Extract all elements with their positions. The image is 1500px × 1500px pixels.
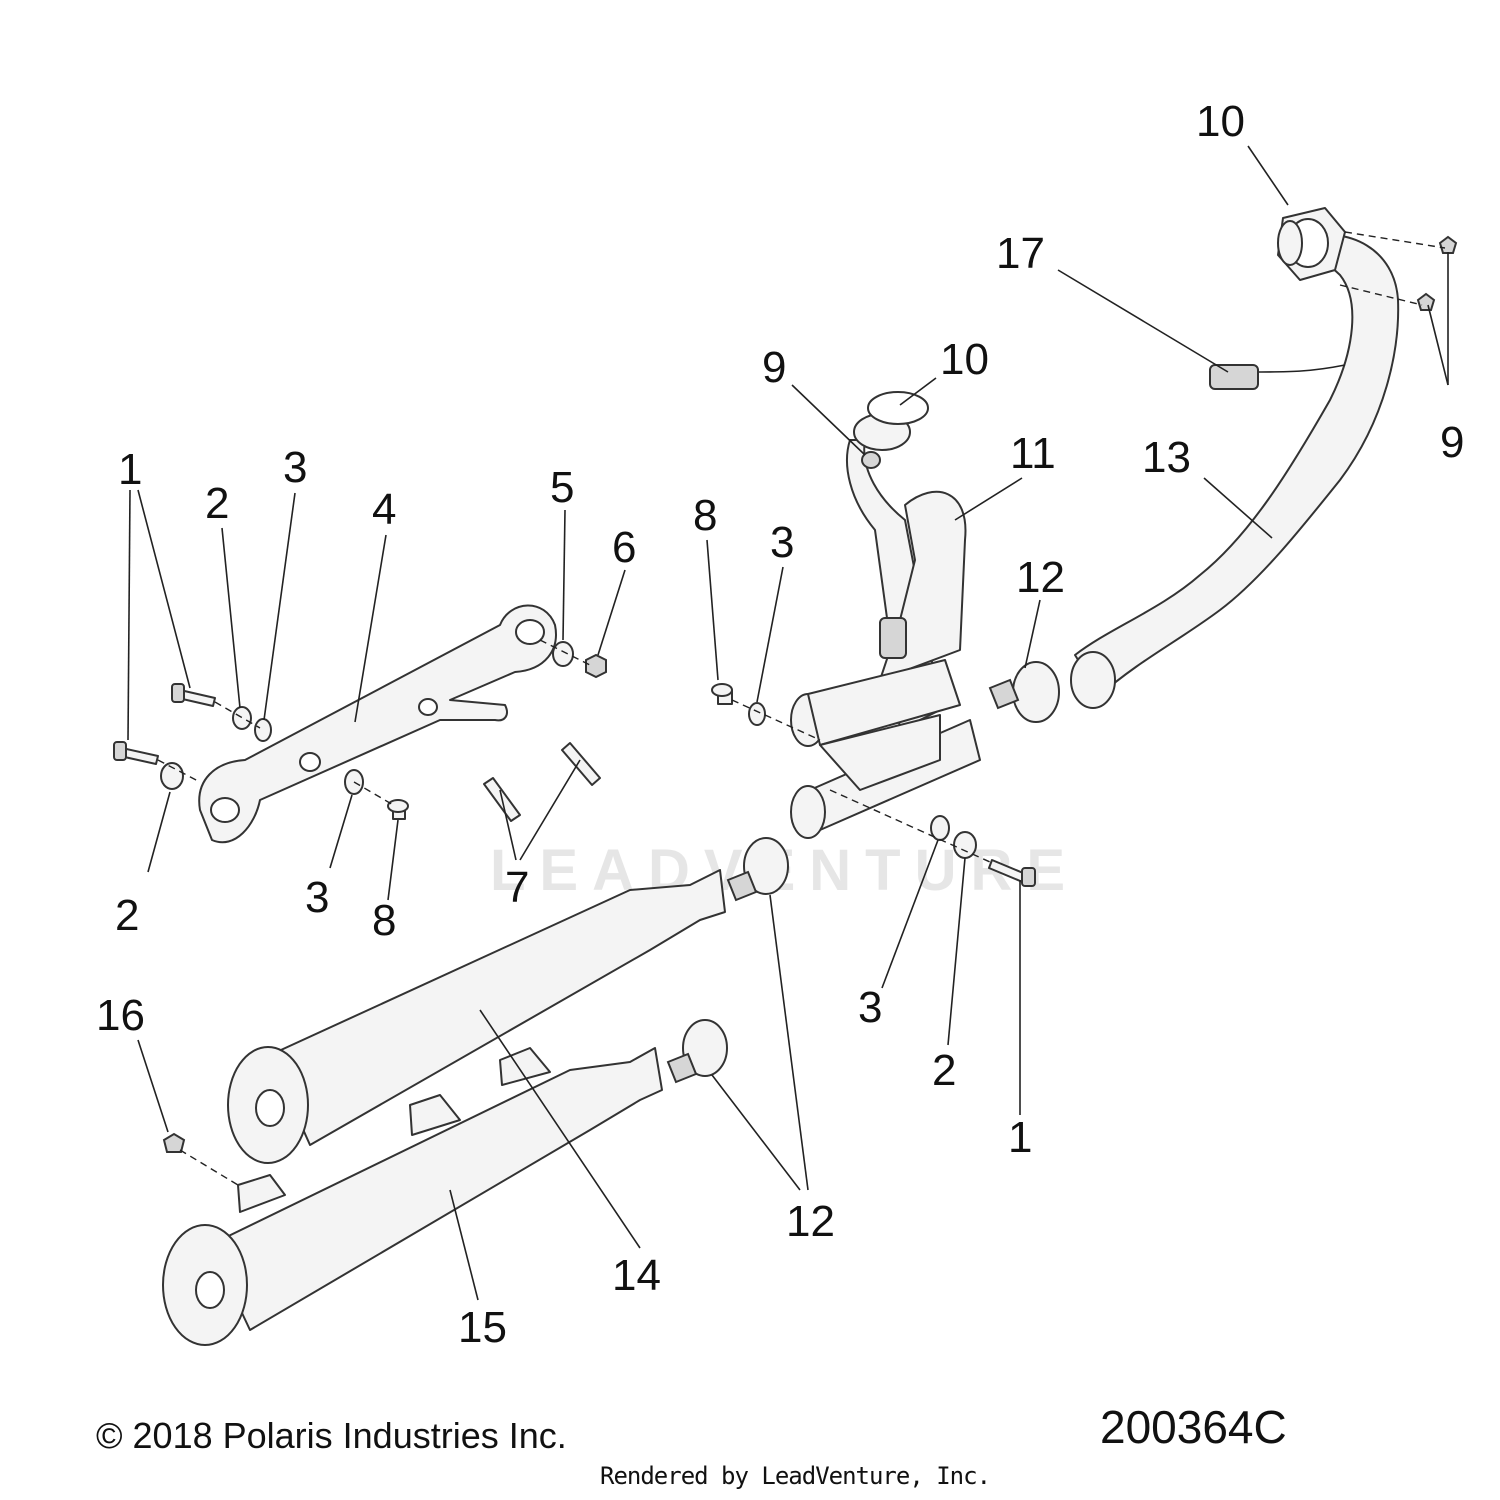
rendered-by-credit: Rendered by LeadVenture, Inc. bbox=[600, 1462, 991, 1490]
callout-2: 2 bbox=[932, 1046, 956, 1095]
copyright-notice: © 2018 Polaris Industries Inc. bbox=[96, 1415, 567, 1456]
callout-2: 2 bbox=[115, 891, 139, 940]
assembly-lines bbox=[157, 231, 1446, 1186]
callouts: 10 17 9 10 11 13 9 1 2 3 4 5 6 8 3 12 2 … bbox=[96, 97, 1464, 1352]
callout-14: 14 bbox=[612, 1251, 661, 1300]
callout-8: 8 bbox=[372, 896, 396, 945]
callout-5: 5 bbox=[550, 463, 574, 512]
callout-10: 10 bbox=[940, 335, 989, 384]
callout-10: 10 bbox=[1196, 97, 1245, 146]
callout-16: 16 bbox=[96, 991, 145, 1040]
callout-3: 3 bbox=[305, 873, 329, 922]
callout-3: 3 bbox=[283, 443, 307, 492]
leader-lines bbox=[127, 145, 1449, 1301]
part-11-front-head-pipe bbox=[790, 391, 981, 839]
part-17-o2-sensor bbox=[1209, 364, 1346, 390]
callout-6: 6 bbox=[612, 523, 636, 572]
callout-7: 7 bbox=[505, 863, 529, 912]
callout-1: 1 bbox=[118, 445, 142, 494]
part-4-mounting-bracket bbox=[198, 604, 557, 844]
part-14-upper-muffler bbox=[227, 869, 726, 1164]
part-15-lower-muffler bbox=[162, 1047, 663, 1346]
callout-3: 3 bbox=[770, 518, 794, 567]
drawing-number: 200364C bbox=[1100, 1401, 1287, 1453]
callout-15: 15 bbox=[458, 1303, 507, 1352]
part-13-rear-head-pipe bbox=[1070, 207, 1458, 709]
part-12-clamps bbox=[666, 661, 1060, 1084]
callout-12: 12 bbox=[786, 1197, 835, 1246]
callout-1: 1 bbox=[1008, 1113, 1032, 1162]
callout-17: 17 bbox=[996, 229, 1045, 278]
hardware-right bbox=[748, 451, 1036, 887]
callout-9: 9 bbox=[1440, 418, 1464, 467]
callout-3: 3 bbox=[858, 983, 882, 1032]
callout-2: 2 bbox=[205, 479, 229, 528]
callout-4: 4 bbox=[372, 485, 396, 534]
callout-11: 11 bbox=[1010, 429, 1056, 478]
callout-13: 13 bbox=[1142, 433, 1191, 482]
callout-9: 9 bbox=[762, 343, 786, 392]
callout-12: 12 bbox=[1016, 553, 1065, 602]
callout-8: 8 bbox=[693, 491, 717, 540]
